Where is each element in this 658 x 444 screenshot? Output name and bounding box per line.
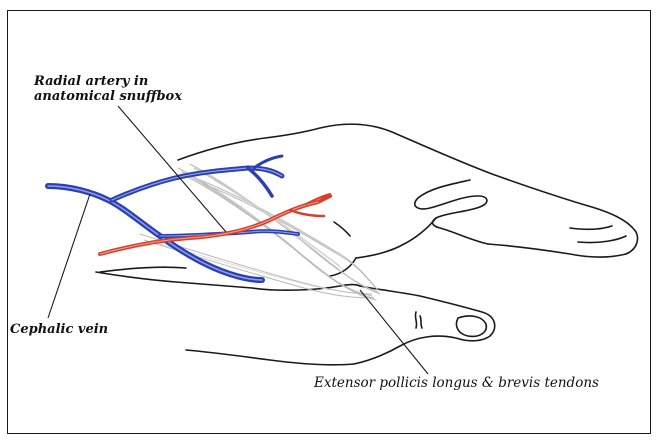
radial-artery-label-line1: Radial artery in [34,74,182,89]
tendon-leader-line [360,290,428,374]
extensor-tendons-label: Extensor pollicis longus & brevis tendon… [314,376,599,391]
cephalic-vein-label: Cephalic vein [10,322,108,337]
radial-artery-label: Radial artery in anatomical snuffbox [34,74,182,104]
cephalic-vein [48,156,298,280]
artery-leader-line [118,106,226,232]
radial-artery-label-line2: anatomical snuffbox [34,89,182,104]
vein-leader-line [48,194,90,318]
radial-artery [100,194,330,254]
